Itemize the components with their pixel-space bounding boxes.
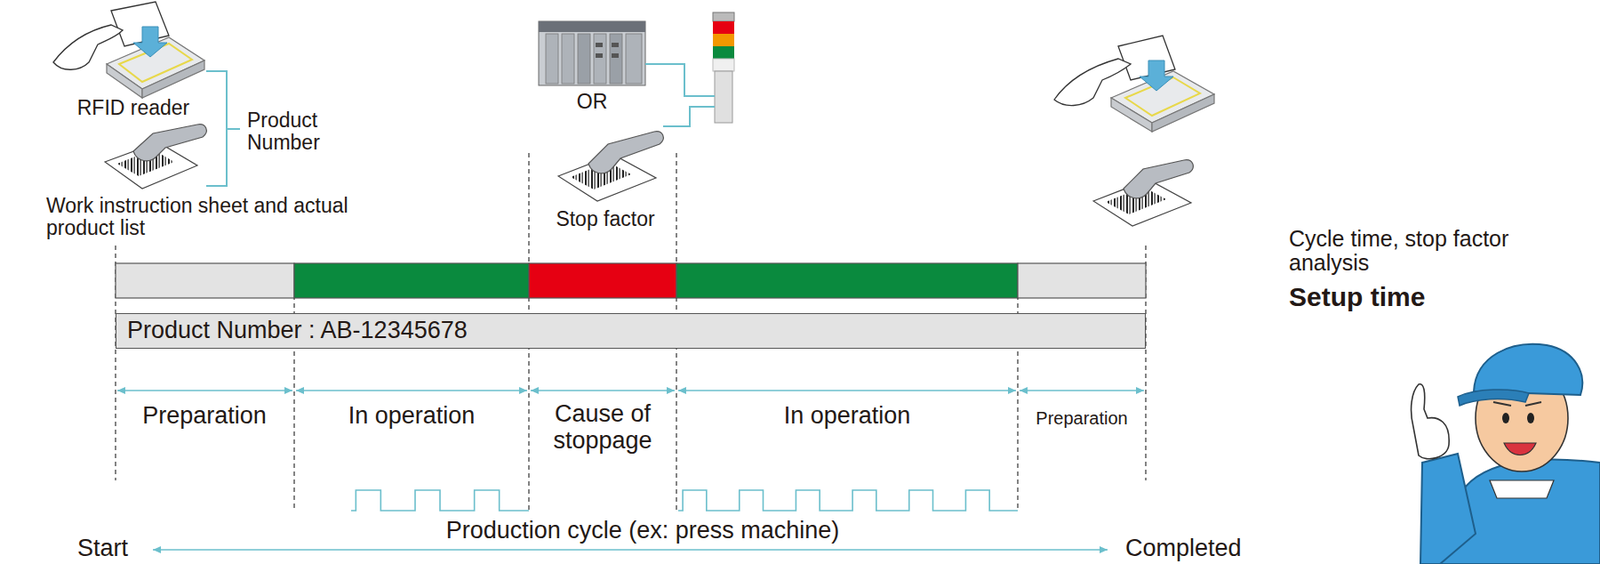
barcode-scanner-middle (558, 131, 664, 201)
status-bar (115, 263, 1146, 298)
phase-label: Preparation (1019, 408, 1144, 428)
part-label: RFID reader (44, 96, 223, 120)
bracket (206, 71, 240, 186)
part-label: Stop factor (534, 208, 677, 231)
pulse-waveform (351, 489, 529, 511)
signal-wire (663, 106, 715, 127)
product-band: Product Number : AB-12345678 (115, 312, 1146, 349)
phase-label: Cause of stoppage (531, 400, 674, 454)
rfid-reader-right (1054, 35, 1215, 132)
signal-wire (645, 64, 715, 96)
pulse-waveform (351, 489, 1018, 511)
cycle-label: Production cycle (ex: press machine) (411, 517, 874, 544)
endpoint-label: Start (77, 535, 158, 562)
part-label: Work instruction sheet and actual produc… (46, 194, 349, 240)
analysis-note: Setup time (1288, 281, 1520, 312)
signal-tower (712, 12, 735, 123)
span-arrows (117, 390, 1144, 550)
product-number-text: Product Number : AB-12345678 (127, 317, 1135, 344)
worker-figure (1411, 344, 1600, 564)
endpoint-label: Completed (1125, 535, 1304, 562)
barcode-scanner-right (1093, 160, 1193, 226)
rfid-reader-left (53, 1, 205, 98)
bracket-label: Product Number (247, 109, 372, 155)
barcode-scanner-left (104, 124, 207, 189)
phase-label: In operation (687, 402, 1008, 430)
analysis-note: Cycle time, stop factor analysis (1288, 226, 1520, 276)
pulse-waveform (678, 489, 1018, 511)
phase-label: Preparation (120, 402, 289, 430)
phase-label: In operation (300, 402, 523, 430)
plc-unit (538, 21, 646, 86)
part-label: OR (565, 90, 619, 113)
